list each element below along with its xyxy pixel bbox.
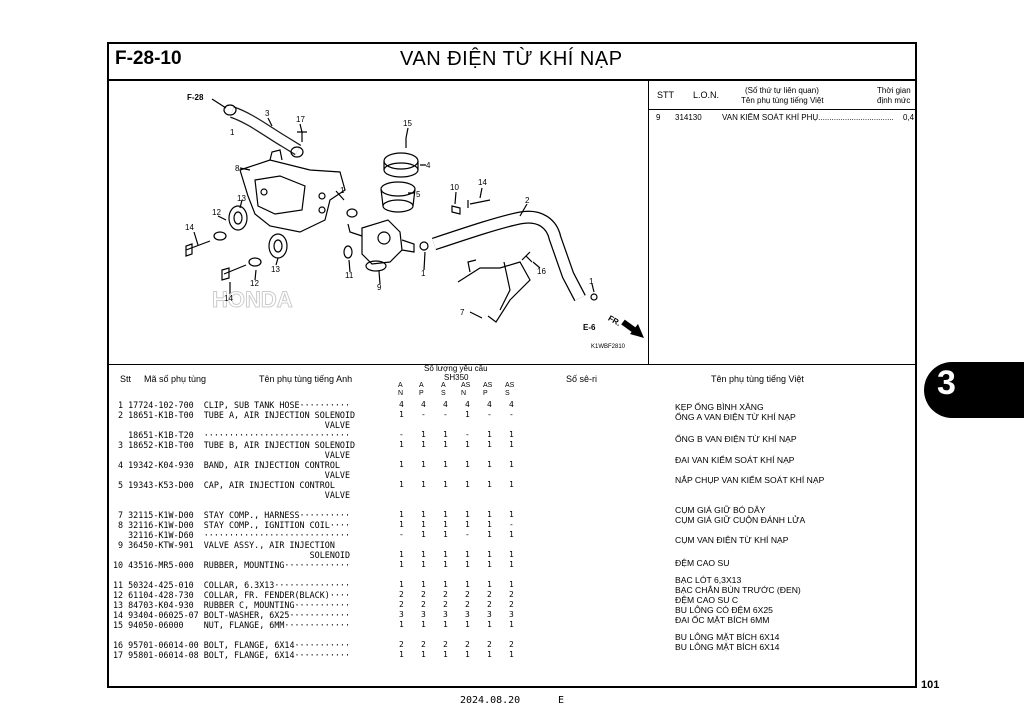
vn-name-14: BU LÔNG CÓ ĐỆM 6X25 — [675, 605, 773, 615]
serial-header: Số sê-ri — [566, 374, 598, 384]
parts-stt-header: Stt — [120, 374, 132, 384]
parts-name-en-header: Tên phụ tùng tiếng Anh — [259, 374, 353, 384]
qty-column-ap: 4 - 1 1 1 1 1 1 1 1 1 1 2 2 3 1 2 1 — [421, 400, 426, 659]
callout-4: 4 — [426, 161, 431, 170]
qty-column-an: 4 1 - 1 1 1 1 1 - 1 1 1 2 2 3 1 2 1 — [399, 400, 404, 659]
model-header: SH350 — [444, 373, 469, 382]
qty-header: Số lượng yêu cầu — [424, 364, 488, 373]
section-number: 3 — [937, 364, 956, 402]
qty-col-an: A N — [398, 382, 404, 397]
callout-3: 3 — [265, 109, 270, 118]
page-frame — [107, 42, 917, 688]
qty-column-ass: 4 - 1 1 1 1 1 - 1 1 1 1 2 2 3 1 2 1 — [509, 400, 514, 659]
qty-col-ass: AS S — [505, 382, 515, 397]
figure-code: F-28-10 — [115, 48, 182, 69]
callout-5: 5 — [416, 190, 421, 199]
callout-14c: 14 — [224, 294, 233, 303]
callout-14a: 14 — [478, 178, 487, 187]
page-number: 101 — [921, 679, 940, 691]
related-name-header-2: Tên phụ tùng tiếng Việt — [741, 96, 824, 105]
vn-name-5: NẮP CHỤP VAN KIỂM SOÁT KHÍ NẠP — [675, 475, 825, 485]
callout-1d: 1 — [589, 277, 594, 286]
callout-8: 8 — [235, 164, 240, 173]
callout-2: 2 — [525, 196, 530, 205]
related-row-lon: 314130 — [675, 113, 702, 122]
vn-name-2: ỐNG A VAN ĐIỆN TỪ KHÍ NẠP — [675, 412, 796, 422]
fr-arrow-label: FR. — [607, 314, 623, 328]
honda-watermark: HONDA — [212, 287, 293, 312]
callout-10: 10 — [450, 183, 459, 192]
page-title: VAN ĐIỆN TỪ KHÍ NẠP — [400, 48, 623, 70]
related-name-header-1: (Số thứ tự liên quan) — [745, 86, 819, 95]
callout-13a: 13 — [237, 194, 246, 203]
ref-f28: F-28 — [187, 93, 204, 102]
vn-name-11: BẠC LÓT 6,3X13 — [675, 575, 742, 585]
qty-col-asp: AS P — [483, 382, 493, 397]
vn-name-17: BU LÔNG MẶT BÍCH 6X14 — [675, 642, 780, 652]
vn-name-13: ĐỆM CAO SU C — [675, 595, 739, 605]
qty-column-as: 4 - 1 1 1 1 1 1 1 1 1 1 2 2 3 1 2 1 — [443, 400, 448, 659]
section-tab — [924, 362, 1024, 418]
footer-edition: E — [558, 695, 565, 706]
callout-12b: 12 — [250, 279, 259, 288]
vn-name-9: CỤM VAN ĐIỆN TỪ KHÍ NẠP — [675, 535, 789, 545]
vn-name-8: CỤM GIÁ GIỮ CUỘN ĐÁNH LỬA — [675, 515, 806, 525]
callout-15: 15 — [403, 119, 412, 128]
qty-col-as: A S — [441, 382, 446, 397]
parts-list: 1 17724-102-700 CLIP, SUB TANK HOSE·····… — [113, 400, 356, 660]
related-divider — [648, 80, 649, 364]
header-divider — [107, 79, 917, 81]
figure-id: K1WBF2810 — [591, 344, 626, 350]
qty-column-asp: 4 - 1 1 1 1 1 1 1 1 1 1 2 2 3 1 2 1 — [487, 400, 492, 659]
callout-1b: 1 — [340, 186, 345, 195]
callout-16: 16 — [537, 267, 546, 276]
related-header-rule — [648, 109, 916, 110]
vn-name-3: ỐNG B VAN ĐIỆN TỪ KHÍ NẠP — [675, 434, 797, 444]
callout-7: 7 — [460, 308, 465, 317]
related-time-header-1: Thời gian — [877, 86, 911, 95]
vn-name-16: BU LÔNG MẶT BÍCH 6X14 — [675, 632, 780, 642]
callout-12a: 12 — [212, 208, 221, 217]
related-row-time: 0,4 — [903, 113, 915, 122]
qty-col-ap: A P — [419, 382, 424, 397]
callout-13b: 13 — [271, 265, 280, 274]
callout-9: 9 — [377, 283, 382, 292]
clip-1-top — [223, 104, 237, 116]
vn-name-1: KẸP ỐNG BÌNH XĂNG — [675, 402, 764, 412]
qty-column-asn: 4 1 - 1 1 1 1 1 - 1 1 1 2 2 3 1 2 1 — [465, 400, 470, 659]
qty-col-asn: AS N — [461, 382, 471, 397]
related-time-header-2: định mức — [877, 96, 911, 105]
parts-name-vi-header: Tên phụ tùng tiếng Việt — [711, 374, 804, 384]
parts-number-header: Mã số phụ tùng — [144, 374, 207, 384]
related-row-name: VAN KIỂM SOÁT KHÍ PHỤ...................… — [722, 113, 894, 122]
vn-name-7: CỤM GIÁ GIỮ BÓ DÂY — [675, 505, 766, 515]
vn-name-15: ĐAI ỐC MẶT BÍCH 6MM — [675, 615, 770, 625]
callout-17: 17 — [296, 115, 305, 124]
callout-14b: 14 — [185, 223, 194, 232]
callout-1c: 1 — [421, 269, 426, 278]
vn-name-10: ĐỆM CAO SU — [675, 558, 730, 568]
callout-1: 1 — [230, 128, 235, 137]
ref-e6: E-6 — [583, 323, 596, 332]
footer-date: 2024.08.20 — [460, 695, 521, 706]
vn-name-12: BẠC CHẮN BÙN TRƯỚC (ĐEN) — [675, 585, 801, 595]
related-stt-header: STT — [657, 90, 674, 100]
diagram-divider — [107, 364, 917, 365]
vn-name-4: ĐAI VAN KIỂM SOÁT KHÍ NẠP — [675, 455, 795, 465]
related-lon-header: L.O.N. — [693, 90, 720, 100]
callout-11: 11 — [345, 271, 354, 280]
related-row-stt: 9 — [656, 113, 661, 122]
